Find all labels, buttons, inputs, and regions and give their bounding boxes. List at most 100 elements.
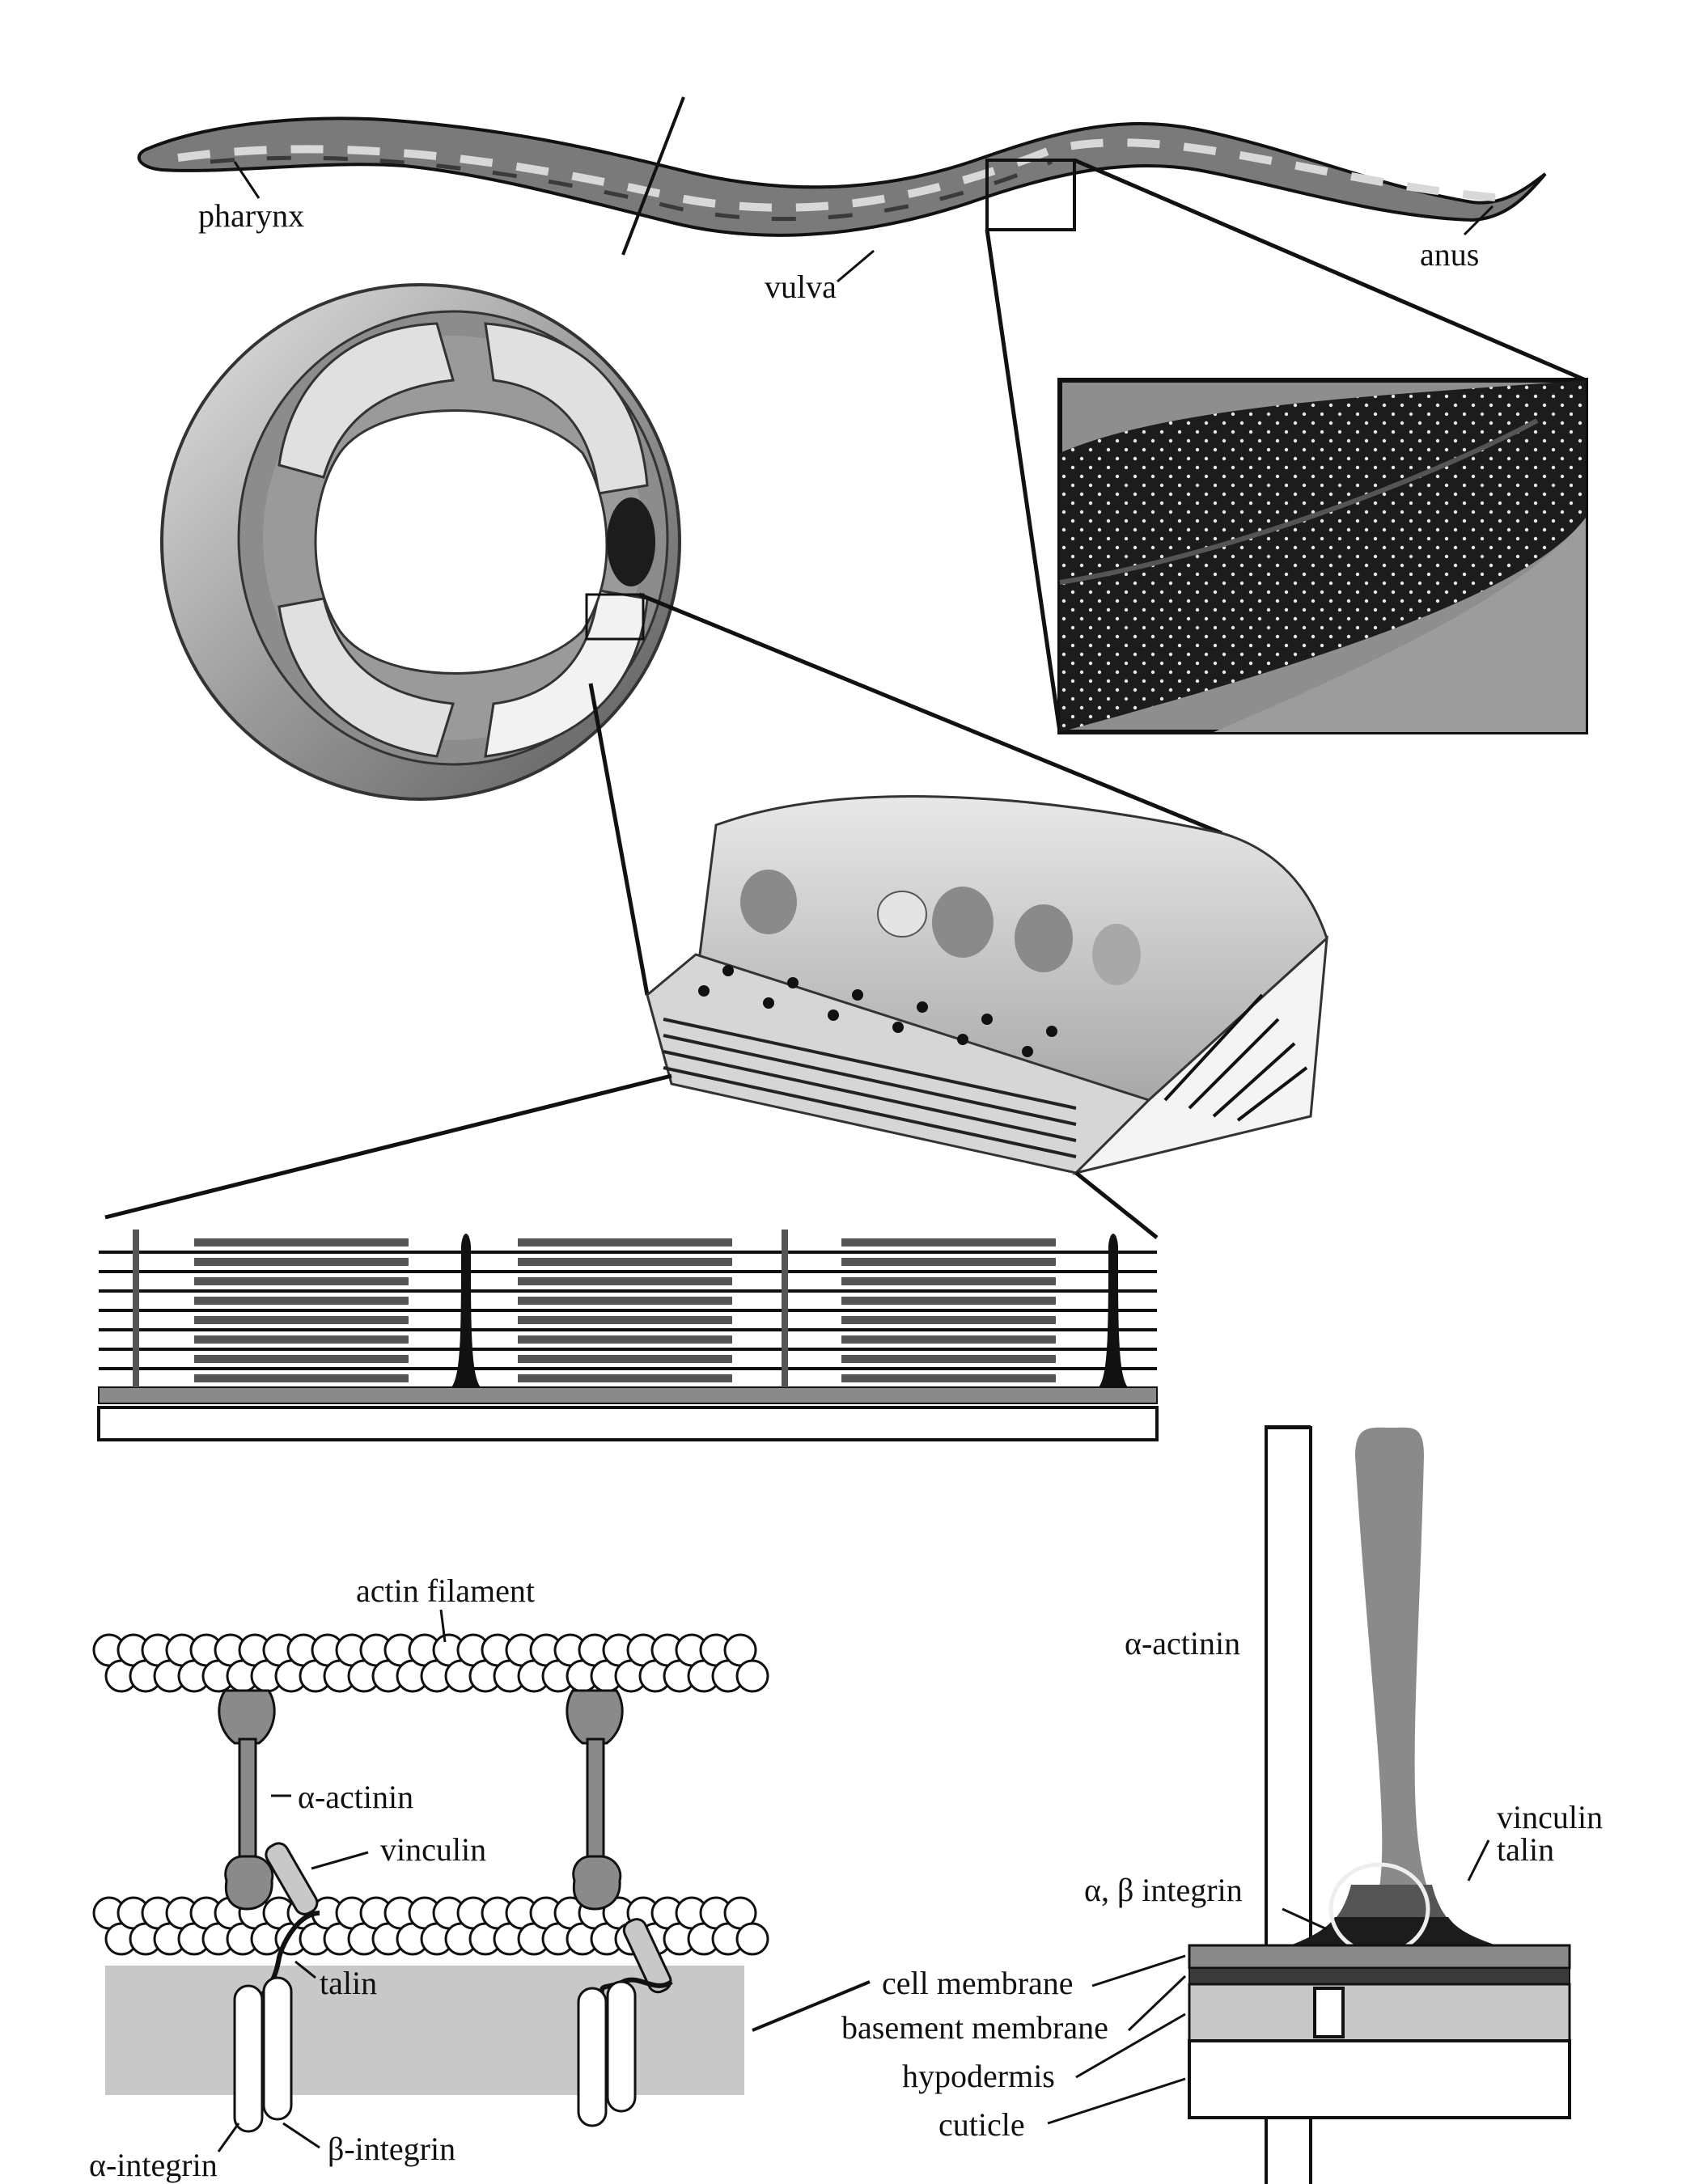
worm-cross-section bbox=[160, 283, 681, 801]
slab-side-striations bbox=[1072, 935, 1328, 1175]
beta-integrin-label: β-integrin bbox=[328, 2131, 455, 2167]
sarcomere-diagram bbox=[97, 1230, 1159, 1441]
alpha-integrin-label: α-integrin bbox=[89, 2147, 218, 2183]
vinculin-right bbox=[622, 1918, 672, 1994]
lateral-cord bbox=[607, 497, 655, 586]
membrane-band bbox=[105, 1966, 744, 2095]
db-integrin-leader bbox=[1282, 1907, 1328, 1931]
db-talin-label: talin bbox=[1497, 1831, 1554, 1868]
hemidesmosome bbox=[1313, 1987, 1345, 2038]
thick-filaments bbox=[194, 1238, 1056, 1382]
vulva-label: vulva bbox=[765, 269, 837, 305]
zoom-line-left bbox=[985, 229, 1062, 733]
actin-monomer bbox=[735, 1659, 769, 1693]
pharynx-leader bbox=[233, 161, 261, 199]
db-vinculin-label: vinculin bbox=[1497, 1799, 1603, 1835]
alpha-actinin-head-top-right bbox=[566, 1689, 624, 1745]
slab-filaments bbox=[663, 1018, 1077, 1158]
cuticle-layer bbox=[1188, 2039, 1571, 2119]
dense-body-shape bbox=[1347, 1427, 1481, 1945]
integrin-band bbox=[1290, 1917, 1497, 1945]
slab-radial-lines bbox=[1163, 993, 1308, 1122]
vinculin-label: vinculin bbox=[380, 1831, 486, 1868]
alpha-integrin-right bbox=[577, 1987, 608, 2127]
alpha-actinin-head-bottom-left bbox=[224, 1855, 274, 1911]
db-vinculin-talin-leader bbox=[1467, 1839, 1490, 1881]
nucleus-2 bbox=[932, 887, 994, 958]
cuticle-leader bbox=[1047, 2077, 1186, 2125]
worm-muscle-stripe bbox=[177, 138, 1506, 212]
anchor-complex-right bbox=[566, 1689, 673, 2127]
nucleus-4 bbox=[1092, 924, 1141, 985]
hypodermis-leader bbox=[1075, 2013, 1186, 2079]
dense-body-section: α-actinin vinculin talin α, β integrin c… bbox=[841, 1425, 1603, 2184]
nucleus-3 bbox=[1015, 904, 1073, 972]
basement-membrane-leader bbox=[1127, 1974, 1187, 2032]
basement-membrane-layer bbox=[1188, 1967, 1570, 1985]
pharynx-label: pharynx bbox=[198, 197, 304, 234]
alpha-integrin-leader bbox=[217, 2123, 240, 2152]
cell-membrane-leader bbox=[1091, 1954, 1186, 1987]
talin-label: talin bbox=[320, 1965, 377, 2001]
anchor-complex-left bbox=[218, 1689, 320, 2133]
panel-dark-band-2 bbox=[1060, 518, 1586, 732]
section-cut-line bbox=[621, 96, 685, 256]
zoom-line-top bbox=[1074, 158, 1587, 383]
worm-muscle-stripe-2 bbox=[210, 155, 1053, 222]
actin-filament-lower bbox=[92, 1896, 769, 1956]
bracket bbox=[1265, 1425, 1311, 2184]
sarcomere-membrane-bar bbox=[98, 1386, 1158, 1404]
talin-leader bbox=[294, 1960, 316, 1979]
dense-body-dots bbox=[698, 965, 1057, 1057]
membrane-connector-line bbox=[752, 1980, 871, 2032]
beta-integrin-left bbox=[262, 1976, 293, 2121]
zoom-line-ring-to-slab-a bbox=[638, 592, 1222, 836]
zoom-line-slab-to-sarcomere-b bbox=[1074, 1171, 1159, 1239]
cell-membrane-layer bbox=[1188, 1944, 1571, 1970]
thin-filaments bbox=[99, 1251, 1157, 1370]
actin-monomer bbox=[735, 1922, 769, 1956]
dense-body-left bbox=[451, 1234, 481, 1387]
actin-filament-label: actin filament bbox=[356, 1572, 535, 1609]
basement-membrane-label: basement membrane bbox=[841, 2009, 1108, 2046]
db-integrin-label: α, β integrin bbox=[1084, 1872, 1243, 1908]
beta-integrin-leader bbox=[282, 2122, 320, 2149]
cuticle-label: cuticle bbox=[938, 2106, 1025, 2143]
cell-membrane-label: cell membrane bbox=[882, 1965, 1074, 2001]
actin-filament-leader bbox=[439, 1609, 447, 1643]
worm-drawing: pharynx vulva anus bbox=[137, 96, 1547, 305]
muscle-cell-3d-block bbox=[646, 795, 1328, 1175]
muscle-quadrant-upper-left bbox=[278, 322, 455, 479]
vinculin-leader bbox=[311, 1851, 369, 1870]
actin-filament-upper bbox=[92, 1633, 769, 1693]
m-lines bbox=[133, 1230, 788, 1387]
panel-band-edge bbox=[1059, 418, 1539, 585]
anus-label: anus bbox=[1420, 236, 1479, 273]
vinculin-left bbox=[265, 1842, 319, 1915]
db-alpha-actinin-label: α-actinin bbox=[1125, 1625, 1240, 1661]
molecular-attachment-diagram: actin filament α-actinin vinculin talin … bbox=[89, 1572, 769, 2183]
muscle-quadrant-upper-right bbox=[484, 322, 649, 495]
alpha-actinin-head-top-left bbox=[218, 1689, 276, 1745]
nucleolus-sphere bbox=[877, 891, 927, 938]
hypodermis-layer bbox=[1188, 1983, 1571, 2042]
zoom-box bbox=[985, 159, 1076, 231]
vulva-leader bbox=[837, 249, 875, 283]
beta-integrin-right bbox=[606, 1980, 637, 2113]
panel-light-wedge bbox=[1214, 518, 1586, 732]
zoom-line-ring-to-slab-b bbox=[588, 683, 650, 996]
hypodermis-label: hypodermis bbox=[902, 2058, 1055, 2094]
dense-body-right bbox=[1099, 1234, 1128, 1387]
alpha-integrin-left bbox=[233, 1984, 264, 2133]
alpha-actinin-head-bottom-right bbox=[572, 1855, 622, 1911]
muscle-quadrant-lower-left bbox=[278, 597, 455, 758]
alpha-actinin-label: α-actinin bbox=[298, 1779, 413, 1815]
pseudocoelom bbox=[314, 409, 608, 675]
zoom-line-slab-to-sarcomere-a bbox=[104, 1073, 672, 1220]
anus-leader bbox=[1463, 205, 1494, 236]
sarcomere-cuticle-bar bbox=[97, 1406, 1159, 1441]
nucleus-1 bbox=[740, 870, 797, 934]
muscle-surface-panel bbox=[1057, 378, 1588, 734]
highlight-block bbox=[585, 593, 645, 641]
